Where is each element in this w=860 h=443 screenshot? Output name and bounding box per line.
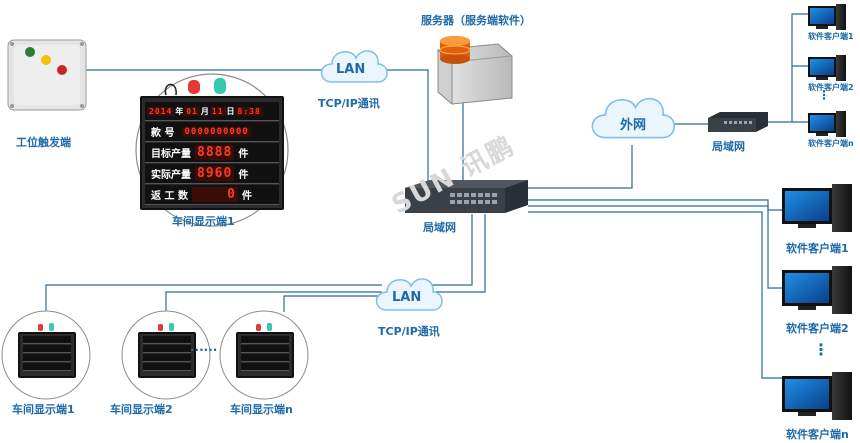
ellipsis-vertical: ⋮ bbox=[813, 340, 829, 359]
client-small-2-label: 软件客户端2 bbox=[808, 83, 854, 92]
client-2-label: 软件客户端2 bbox=[786, 322, 849, 335]
ellipsis-vertical-small: ⋮ bbox=[818, 88, 830, 102]
computer-icon bbox=[808, 111, 846, 137]
alarm-light-icon bbox=[38, 323, 272, 331]
board-row1-label: 款 号 bbox=[151, 128, 175, 139]
board-day-char: 日 bbox=[226, 106, 235, 116]
board-year-char: 年 bbox=[175, 106, 184, 116]
ellipsis-horizontal: ...... bbox=[190, 340, 218, 354]
remote-switch-icon bbox=[708, 112, 768, 132]
board-row3-value: 8960 bbox=[195, 166, 235, 181]
board-row4-unit: 件 bbox=[241, 191, 252, 202]
led-board-small bbox=[138, 332, 196, 378]
tcp-top-label: TCP/IP通讯 bbox=[318, 97, 380, 110]
tcp-bottom-label: TCP/IP通讯 bbox=[378, 325, 440, 338]
board-row1-value: 0000000000 bbox=[182, 126, 251, 137]
client-n-label: 软件客户端n bbox=[786, 428, 849, 441]
led-board-small bbox=[18, 332, 76, 378]
board-day: 11 bbox=[209, 106, 226, 116]
workshop-n-label: 车间显示端n bbox=[230, 403, 293, 416]
internet-label: 外网 bbox=[620, 118, 647, 133]
lan-top-label: LAN bbox=[336, 62, 366, 77]
workshop-2-label: 车间显示端2 bbox=[110, 403, 173, 416]
main-switch-icon bbox=[405, 180, 528, 213]
board-row2-label: 目标产量 bbox=[151, 149, 191, 160]
computer-icon bbox=[808, 55, 846, 81]
cloud-icon bbox=[320, 50, 388, 83]
connection-lines bbox=[45, 13, 810, 379]
workshop1-big-label: 车间显示端1 bbox=[172, 215, 235, 228]
led-board-small bbox=[236, 332, 294, 378]
board-time: 8:38 bbox=[235, 106, 263, 116]
trigger-label: 工位触发端 bbox=[16, 136, 71, 149]
board-year: 2014 bbox=[147, 106, 175, 116]
computer-icon bbox=[808, 4, 846, 30]
server-icon bbox=[437, 36, 513, 106]
client-1-label: 软件客户端1 bbox=[786, 242, 849, 255]
board-row4-label: 返 工 数 bbox=[151, 191, 188, 202]
alarm-light-icon bbox=[164, 78, 226, 96]
board-row2-unit: 件 bbox=[238, 149, 249, 160]
switch-remote-label: 局域网 bbox=[712, 140, 745, 153]
board-row4-value: 0 bbox=[191, 187, 238, 202]
client-small-n-label: 软件客户端n bbox=[808, 139, 854, 148]
board-row2-value: 8888 bbox=[195, 145, 235, 160]
board-month-char: 月 bbox=[200, 106, 209, 116]
client-small-1-label: 软件客户端1 bbox=[808, 32, 854, 41]
switch-main-label: 局域网 bbox=[423, 221, 456, 234]
board-row3-label: 实际产量 bbox=[151, 170, 191, 181]
led-board: 2014 年 01 月 11 日 8:38 款 号 0000000000 目标产… bbox=[140, 96, 284, 210]
trigger-box-icon bbox=[7, 39, 87, 111]
computer-icon bbox=[782, 266, 852, 314]
board-month: 01 bbox=[184, 106, 200, 116]
computer-icon bbox=[782, 372, 852, 420]
computer-icon bbox=[782, 184, 852, 232]
workshop-1-label: 车间显示端1 bbox=[12, 403, 75, 416]
server-label: 服务器（服务端软件） bbox=[421, 14, 531, 27]
internet-cloud-icon bbox=[591, 97, 676, 139]
cloud-icon bbox=[375, 278, 443, 311]
lan-bottom-label: LAN bbox=[392, 290, 422, 305]
board-row3-unit: 件 bbox=[238, 170, 249, 181]
